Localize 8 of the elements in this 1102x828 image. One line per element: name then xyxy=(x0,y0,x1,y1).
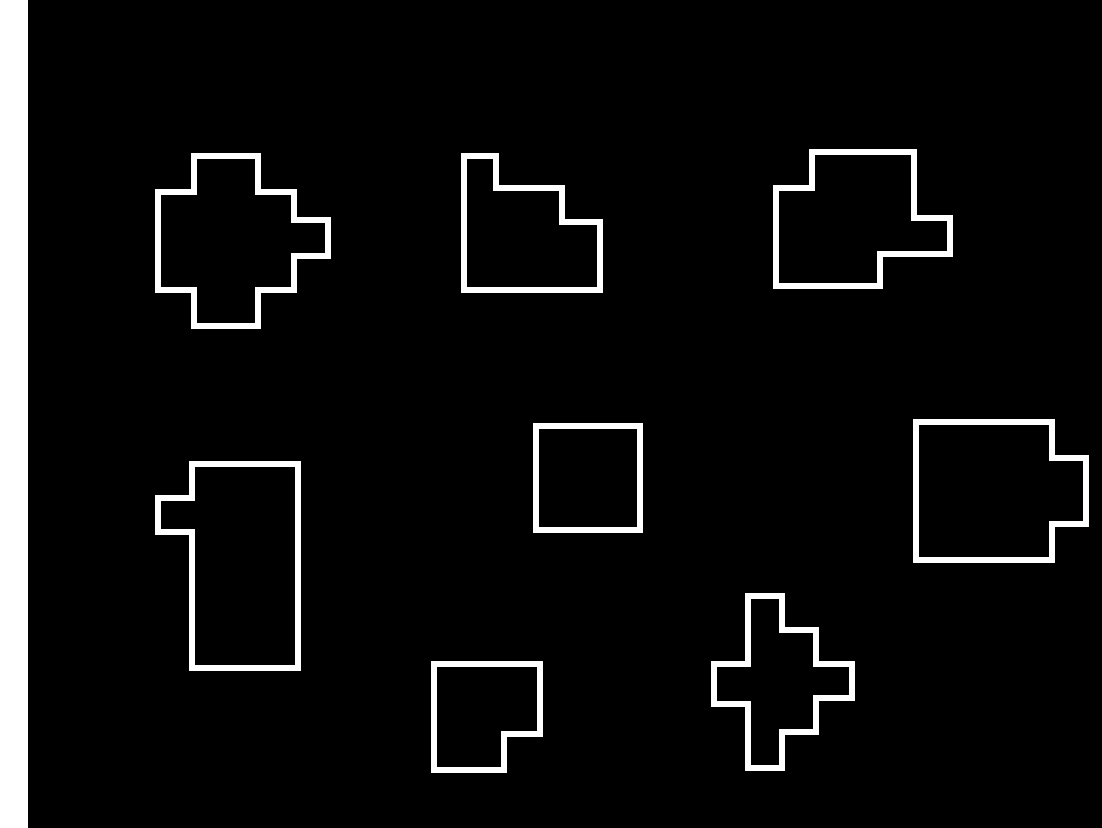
polygon-outline xyxy=(430,660,544,774)
square-outline xyxy=(532,422,644,534)
polygon-outline xyxy=(154,460,302,672)
polygon-outline xyxy=(460,152,604,294)
polygon-outline xyxy=(154,152,332,330)
polygon-outline xyxy=(912,418,1090,564)
polygon-outline xyxy=(710,592,856,772)
polygon-outline xyxy=(772,148,954,290)
